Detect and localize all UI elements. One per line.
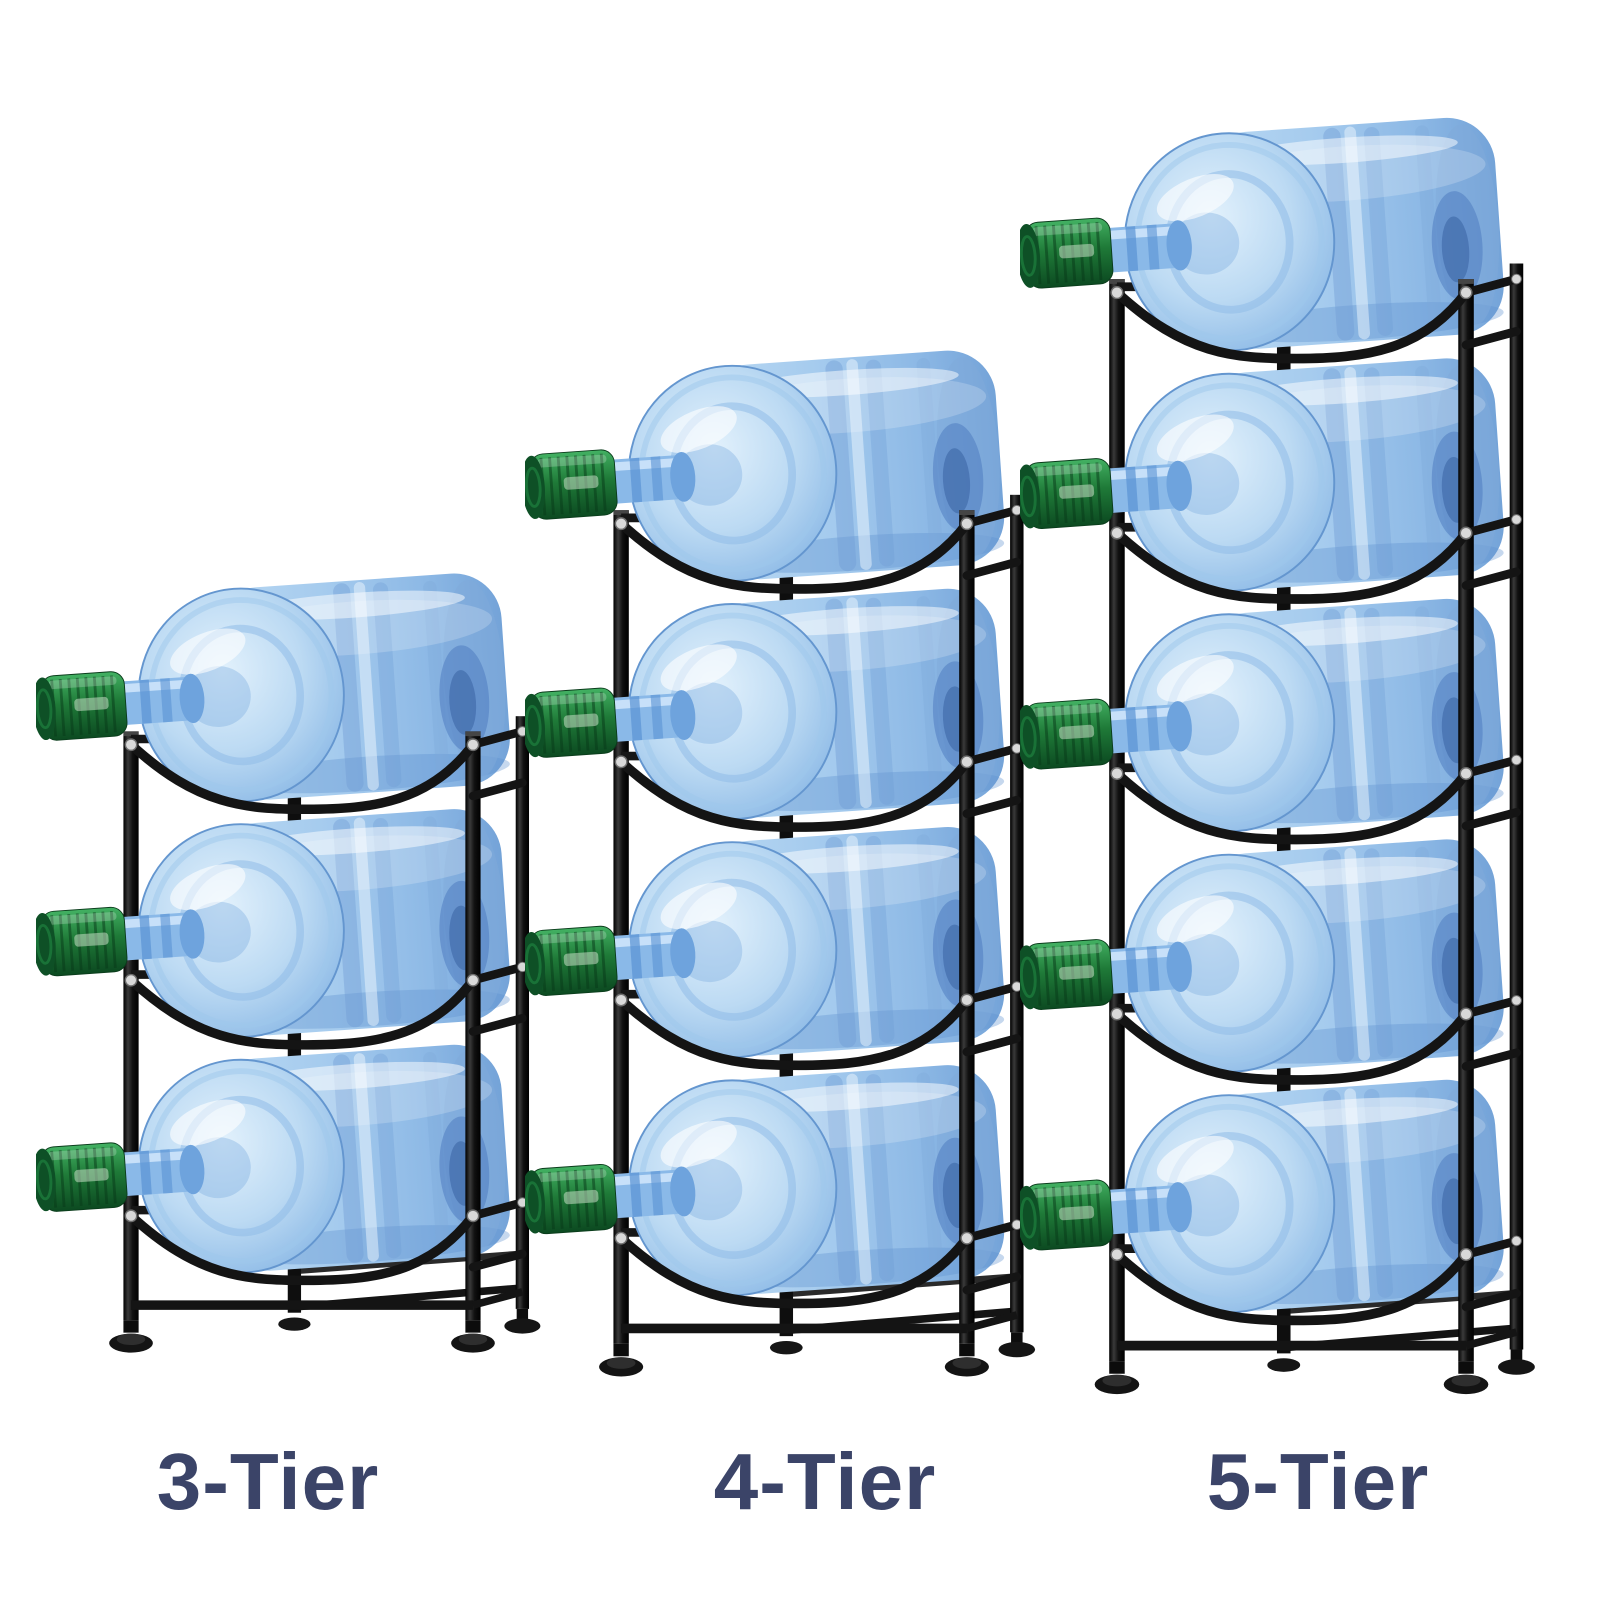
rack-3-tier-illustration [36,573,541,1353]
rack-5-tier-illustration [1020,117,1535,1395]
rack-4-tier-label: 4-Tier [713,1437,937,1526]
rack-3-tier-label: 3-Tier [156,1437,380,1526]
rack-figure-4-tier [525,345,1063,1388]
rack-figure-3-tier [36,568,568,1364]
rack-figure-5-tier [1020,112,1563,1406]
rack-4-tier-illustration [525,350,1036,1377]
rack-5-tier-label: 5-Tier [1206,1437,1430,1526]
